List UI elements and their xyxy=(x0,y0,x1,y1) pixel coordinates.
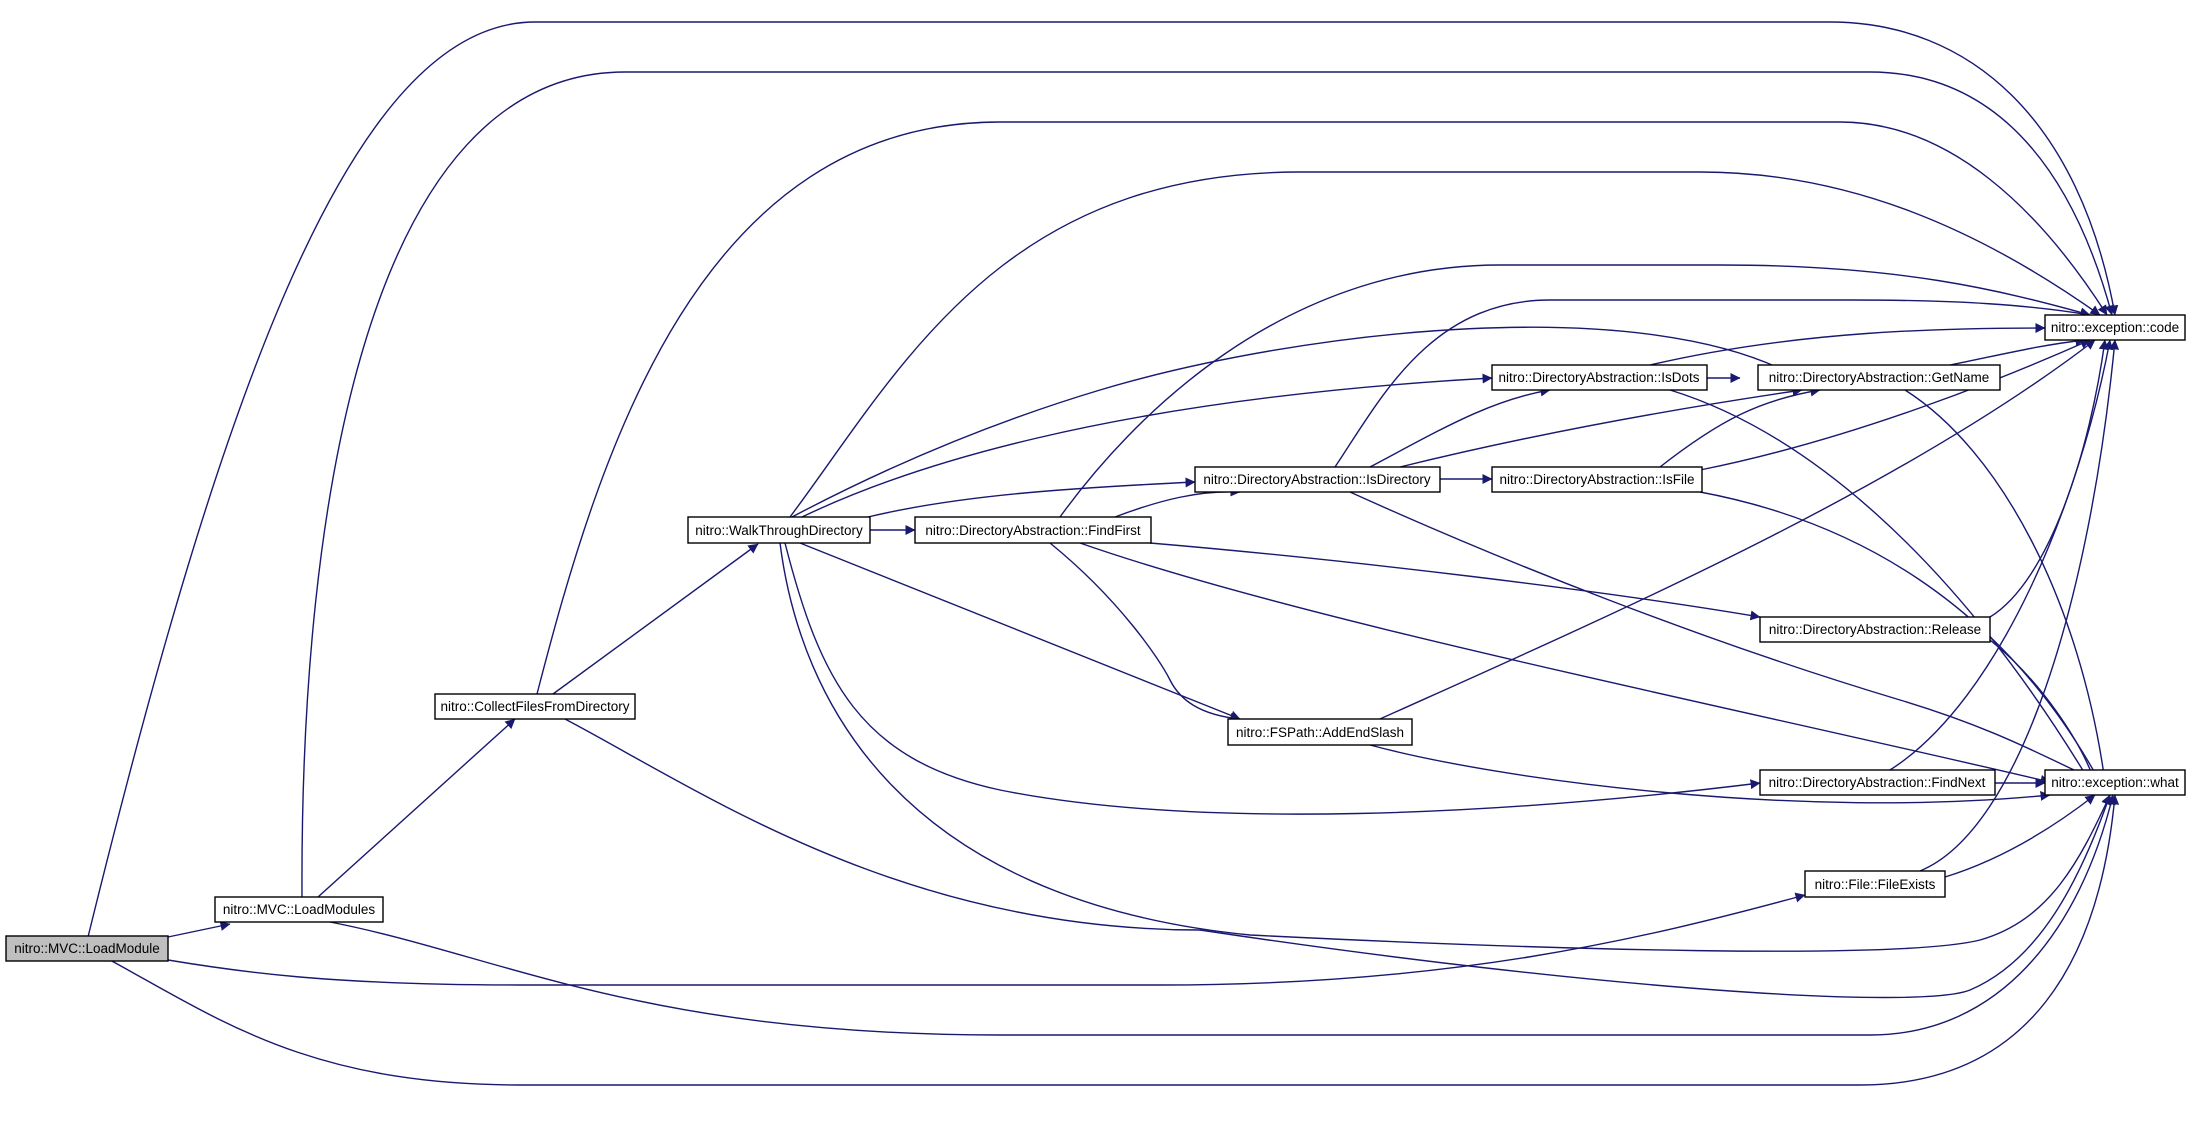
svg-text:nitro::MVC::LoadModule: nitro::MVC::LoadModule xyxy=(14,941,160,956)
edge-addendslash-exception-what xyxy=(1369,744,2051,804)
svg-text:nitro::DirectoryAbstraction::G: nitro::DirectoryAbstraction::GetName xyxy=(1769,370,1990,385)
svg-text:nitro::CollectFilesFromDirecto: nitro::CollectFilesFromDirectory xyxy=(440,699,629,714)
edge-isfile-exception-what xyxy=(1699,491,2101,783)
edge-isdirectory-isdots xyxy=(1369,386,1551,468)
node-isfile[interactable]: nitro::DirectoryAbstraction::IsFile xyxy=(1491,466,1703,493)
edge-fileexists-exception-what xyxy=(1944,794,2096,878)
node-collectfiles[interactable]: nitro::CollectFilesFromDirectory xyxy=(434,693,636,720)
node-getname[interactable]: nitro::DirectoryAbstraction::GetName xyxy=(1757,364,2001,391)
edge-release-exception-what xyxy=(1989,639,2097,783)
edge-isdirectory-getname xyxy=(1399,386,1803,468)
edge-isdirectory-exception-what xyxy=(1349,491,2101,783)
edge-isdots-exception-what xyxy=(1669,389,2091,783)
edge-walkthrough-isdots xyxy=(801,373,1493,518)
svg-text:nitro::DirectoryAbstraction::F: nitro::DirectoryAbstraction::FindNext xyxy=(1769,775,1986,790)
edge-loadmodules-collectfiles xyxy=(317,718,516,898)
node-fileexists[interactable]: nitro::File::FileExists xyxy=(1804,870,1946,898)
edge-loadmodule-exception-what xyxy=(109,794,2120,1086)
svg-text:nitro::DirectoryAbstraction::I: nitro::DirectoryAbstraction::IsFile xyxy=(1499,472,1694,487)
edge-fileexists-exception-code xyxy=(1919,339,2120,872)
node-loadmodules[interactable]: nitro::MVC::LoadModules xyxy=(214,896,384,923)
edge-walkthrough-isdirectory xyxy=(867,477,1196,518)
edge-getname-exception-code xyxy=(1949,336,2086,366)
edge-loadmodules-exception-what xyxy=(329,794,2116,1036)
edge-walkthrough-exception-what xyxy=(779,542,2111,952)
svg-text:nitro::DirectoryAbstraction::F: nitro::DirectoryAbstraction::FindFirst xyxy=(925,523,1141,538)
node-findnext[interactable]: nitro::DirectoryAbstraction::FindNext xyxy=(1759,769,1996,796)
node-release[interactable]: nitro::DirectoryAbstraction::Release xyxy=(1759,616,1991,643)
node-exception-code[interactable]: nitro::exception::code xyxy=(2044,314,2186,341)
svg-text:nitro::File::FileExists: nitro::File::FileExists xyxy=(1815,877,1936,892)
edge-walkthrough-exception-code xyxy=(789,171,2101,518)
svg-text:nitro::DirectoryAbstraction::I: nitro::DirectoryAbstraction::IsDots xyxy=(1498,370,1699,385)
node-addendslash[interactable]: nitro::FSPath::AddEndSlash xyxy=(1227,718,1413,746)
node-findfirst[interactable]: nitro::DirectoryAbstraction::FindFirst xyxy=(914,516,1152,544)
edge-loadmodule-loadmodules xyxy=(167,921,231,938)
svg-text:nitro::exception::code: nitro::exception::code xyxy=(2051,320,2179,335)
edge-walkthrough-addendslash xyxy=(799,542,1241,721)
edge-findfirst-exception-what xyxy=(1079,542,2051,785)
edge-loadmodule-fileexists xyxy=(167,892,1806,986)
edge-walkthrough-findnext xyxy=(784,542,1761,815)
edge-collectfiles-exception-what xyxy=(564,718,2112,999)
edge-addendslash-exception-code xyxy=(1379,339,2096,720)
edge-loadmodules-exception-code xyxy=(301,71,2115,898)
edge-isfile-getname xyxy=(1659,386,1821,468)
edge-findnext-exception-code xyxy=(1889,339,2114,771)
edge-findfirst-exception-code xyxy=(1059,264,2091,518)
edge-isfile-exception-code xyxy=(1699,339,2091,471)
edge-loadmodule-exception-code xyxy=(87,21,2119,938)
svg-text:nitro::MVC::LoadModules: nitro::MVC::LoadModules xyxy=(223,902,376,917)
svg-text:nitro::DirectoryAbstraction::R: nitro::DirectoryAbstraction::Release xyxy=(1769,622,1981,637)
edge-collectfiles-walkthrough xyxy=(552,543,759,695)
svg-text:nitro::DirectoryAbstraction::I: nitro::DirectoryAbstraction::IsDirectory xyxy=(1203,472,1431,487)
node-isdirectory[interactable]: nitro::DirectoryAbstraction::IsDirectory xyxy=(1194,466,1441,493)
edge-findfirst-isdirectory xyxy=(1114,486,1241,518)
node-isdots[interactable]: nitro::DirectoryAbstraction::IsDots xyxy=(1491,364,1708,391)
edge-walkthrough-getname xyxy=(791,326,1803,518)
edge-findfirst-release xyxy=(1149,542,1761,621)
svg-text:nitro::exception::what: nitro::exception::what xyxy=(2051,775,2179,790)
edge-isdots-exception-code xyxy=(1649,323,2046,366)
edge-isdirectory-exception-code xyxy=(1334,299,2091,468)
node-exception-what[interactable]: nitro::exception::what xyxy=(2044,769,2186,796)
svg-text:nitro::WalkThroughDirectory: nitro::WalkThroughDirectory xyxy=(695,523,863,538)
node-walkthrough[interactable]: nitro::WalkThroughDirectory xyxy=(687,516,871,544)
edge-getname-exception-what xyxy=(1904,389,2109,783)
edge-collectfiles-exception-code xyxy=(536,121,2108,695)
node-loadmodule[interactable]: nitro::MVC::LoadModule xyxy=(5,935,169,962)
svg-text:nitro::FSPath::AddEndSlash: nitro::FSPath::AddEndSlash xyxy=(1236,725,1404,740)
edge-findfirst-addendslash xyxy=(1049,542,1241,724)
